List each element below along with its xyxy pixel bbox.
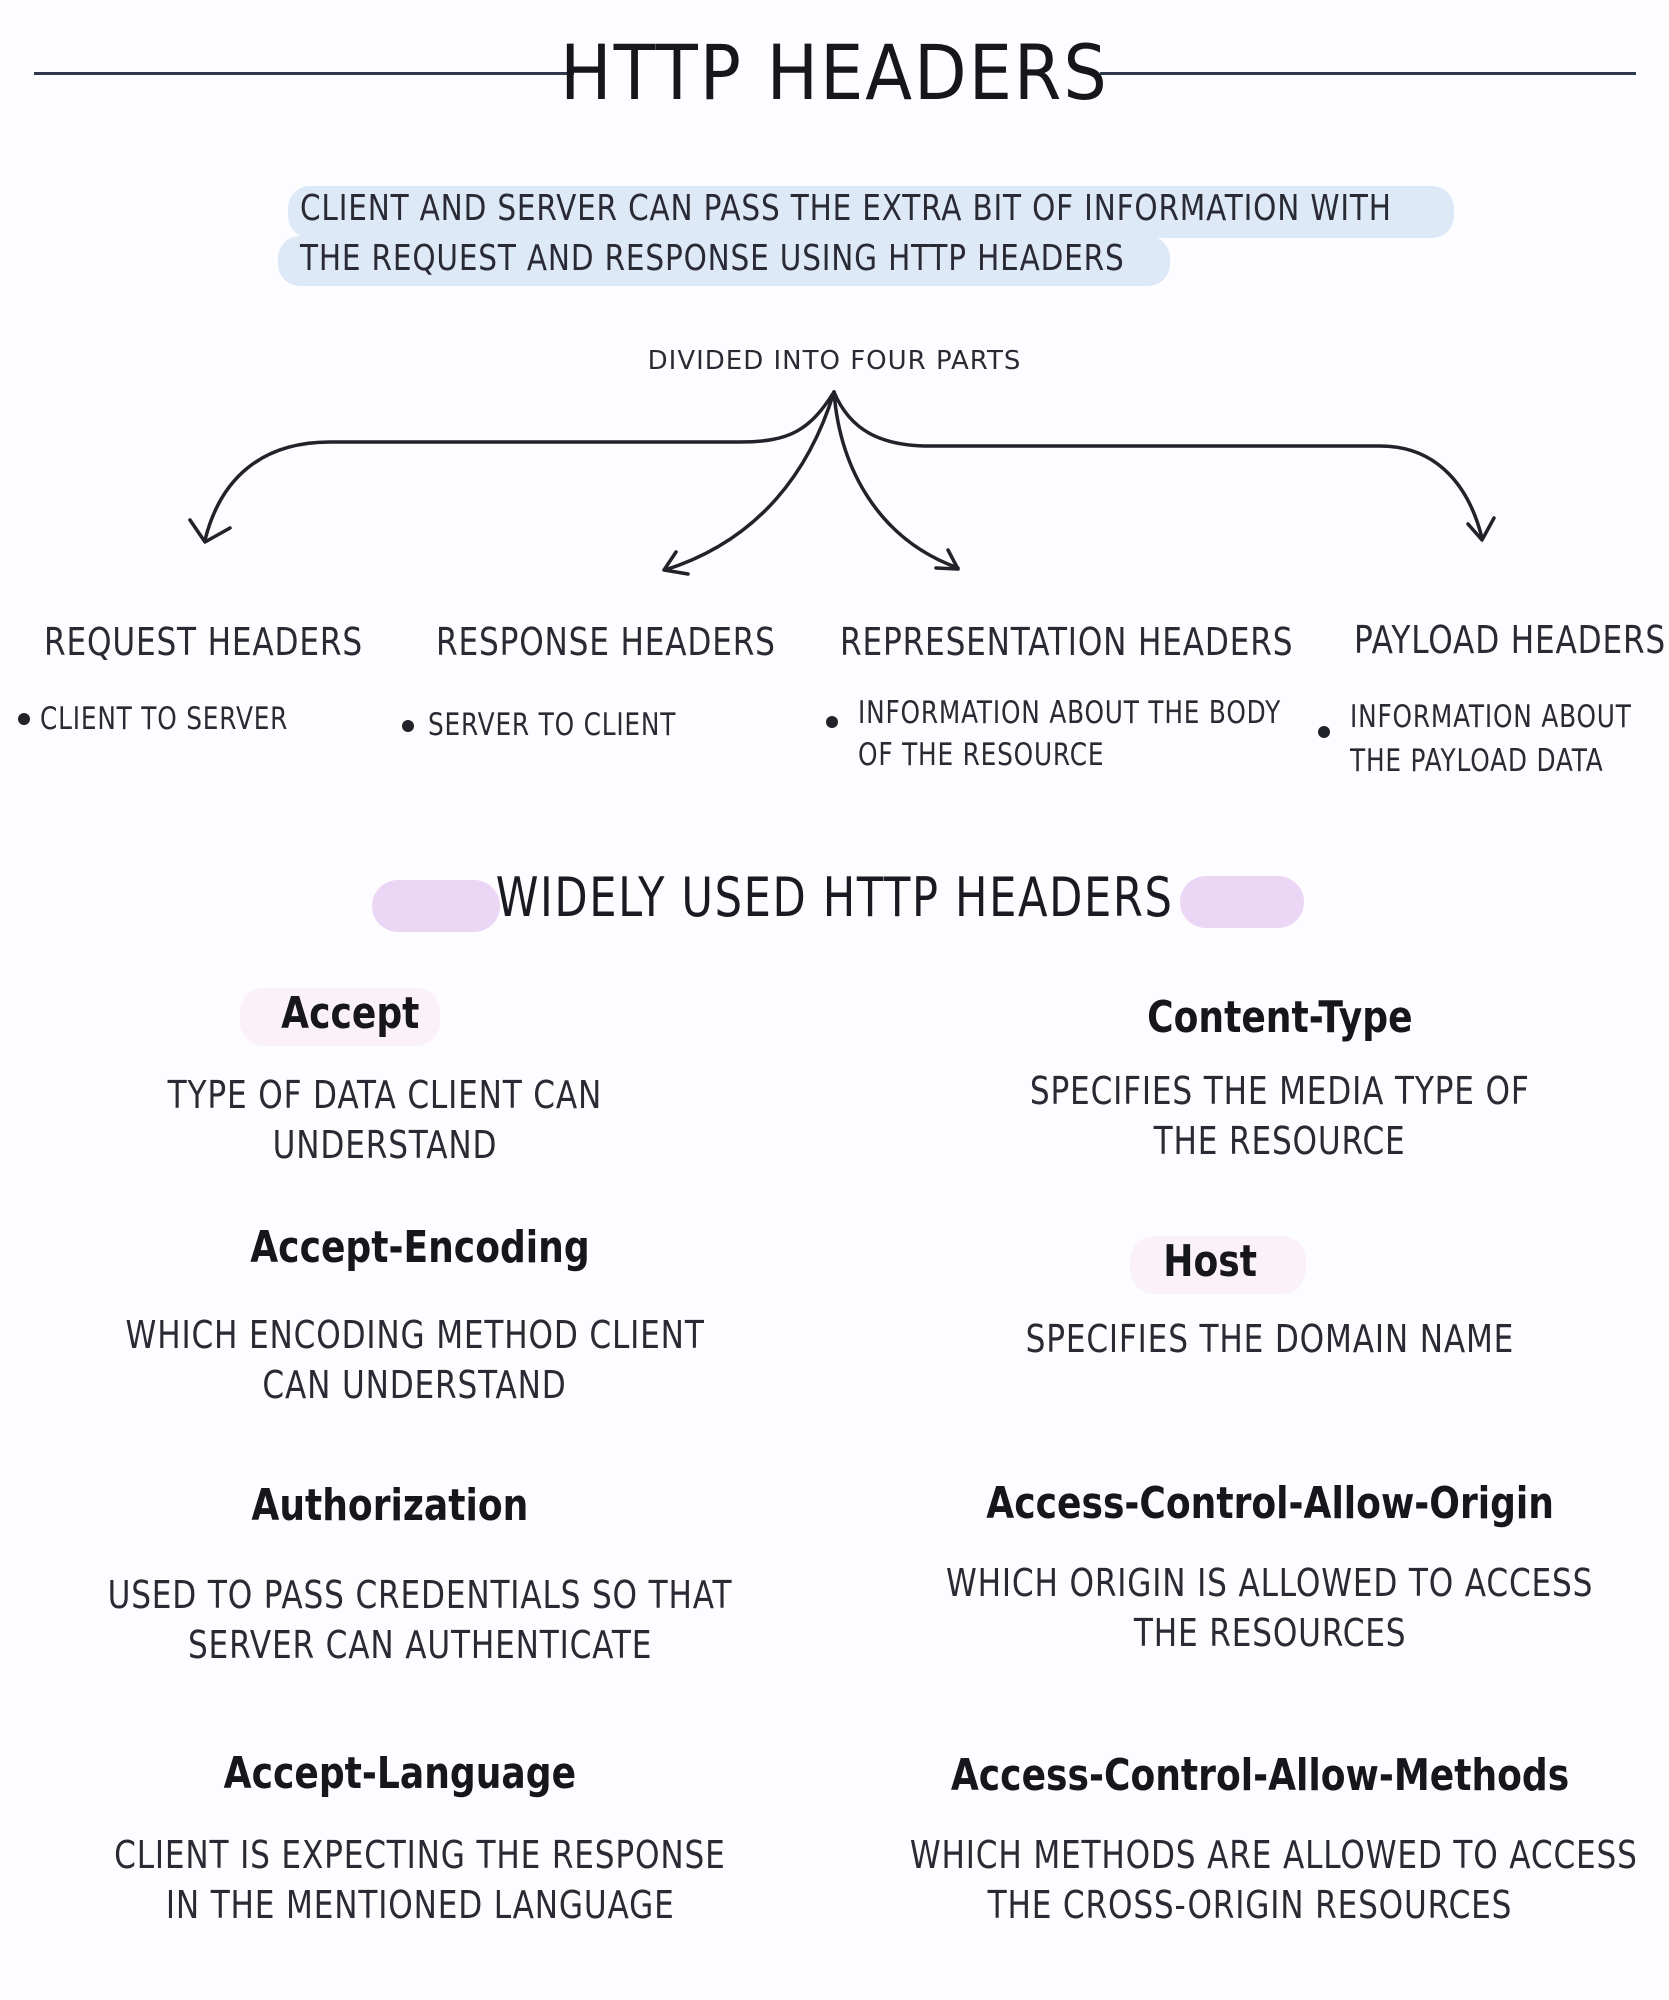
arrow-to-representation <box>832 390 960 570</box>
intro-highlight-1 <box>288 186 1454 238</box>
header-name-access-control-allow-methods: Access-Control-Allow-Methods <box>950 1750 1570 1801</box>
header-name-accept-encoding: Accept-Encoding <box>250 1222 590 1273</box>
arrow-head-payload <box>1466 516 1496 542</box>
part-response-bullet <box>402 720 414 732</box>
part-representation-title: REPRESENTATION HEADERS <box>840 620 1294 664</box>
part-representation-desc-line-2: OF THE RESOURCE <box>858 737 1105 773</box>
part-payload-desc-line-1: INFORMATION ABOUT <box>1350 699 1632 735</box>
arrow-head-representation <box>934 548 960 571</box>
part-response-desc: SERVER TO CLIENT <box>428 707 677 743</box>
section-pill-left <box>372 880 500 932</box>
title-rule-left <box>34 72 574 75</box>
widely-used-title: WIDELY USED HTTP HEADERS <box>0 866 1669 929</box>
part-representation-bullet <box>826 716 838 728</box>
page-title: HTTP HEADERS <box>560 28 1109 117</box>
header-desc-host: SPECIFIES THE DOMAIN NAME <box>1025 1317 1515 1361</box>
arrow-head-request <box>188 518 232 544</box>
part-request-title: REQUEST HEADERS <box>44 620 363 664</box>
part-response-title: RESPONSE HEADERS <box>436 620 776 664</box>
header-name-host: Host <box>1163 1236 1257 1287</box>
header-name-content-type: Content-Type <box>1147 992 1413 1043</box>
arrow-to-response <box>663 390 836 572</box>
arrow-to-payload <box>832 390 1484 540</box>
part-payload-bullet <box>1318 726 1330 738</box>
intro-line-1: CLIENT AND SERVER CAN PASS THE EXTRA BIT… <box>300 188 1392 229</box>
accept-highlight <box>240 988 440 1046</box>
header-name-accept-language: Accept-Language <box>223 1748 577 1799</box>
section-pill-right <box>1180 876 1304 928</box>
branch-arrows <box>188 390 1496 576</box>
part-request-desc: CLIENT TO SERVER <box>40 701 289 737</box>
arrow-to-request <box>203 390 836 542</box>
header-name-access-control-allow-origin: Access-Control-Allow-Origin <box>986 1478 1554 1529</box>
widely-used-title-text: WIDELY USED HTTP HEADERS <box>495 866 1174 929</box>
part-payload-title: PAYLOAD HEADERS <box>1354 618 1667 662</box>
header-name-authorization: Authorization <box>251 1480 529 1531</box>
intro-line-2: THE REQUEST AND RESPONSE USING HTTP HEAD… <box>300 238 1125 279</box>
host-highlight <box>1130 1236 1306 1294</box>
title-rule-right <box>1100 72 1636 75</box>
part-representation-desc-line-1: INFORMATION ABOUT THE BODY <box>858 695 1282 731</box>
arrow-head-response <box>662 550 690 576</box>
intro-highlight-2 <box>278 236 1170 286</box>
part-request-bullet <box>18 713 30 725</box>
header-name-accept: Accept <box>280 988 420 1039</box>
divided-label: DIVIDED INTO FOUR PARTS <box>647 346 1022 376</box>
part-payload-desc-line-2: THE PAYLOAD DATA <box>1350 743 1604 779</box>
